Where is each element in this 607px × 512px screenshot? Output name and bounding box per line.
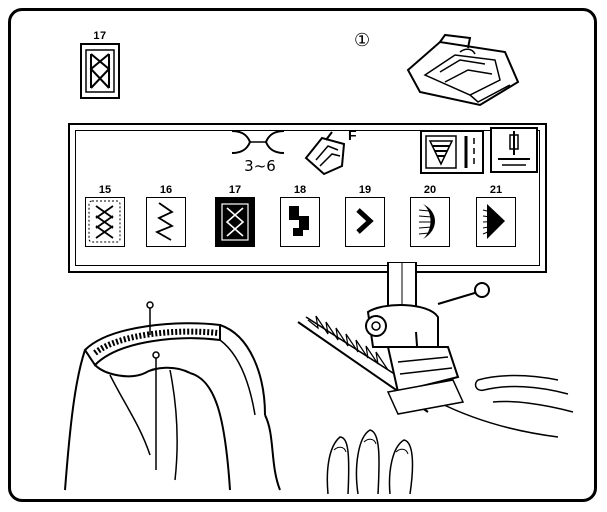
stitch-number: 20 (410, 184, 450, 196)
zigzag-stitch-icon (146, 197, 186, 247)
presser-foot-icon (400, 30, 525, 110)
stitch-number: 16 (146, 184, 186, 196)
thread-tension-icon (228, 127, 288, 157)
arrow-stitch-icon (345, 197, 385, 247)
foot-label: F (348, 127, 357, 143)
stitch-number: 17 (215, 184, 255, 196)
top-stitch-icon (80, 43, 120, 99)
stitch-number: 21 (476, 184, 516, 196)
stitch-number: 18 (280, 184, 320, 196)
step-marker: ① (354, 30, 370, 51)
stitch-number: 19 (345, 184, 385, 196)
stitch-length-icon (420, 130, 484, 174)
crescent-stitch-icon (410, 197, 450, 247)
tension-range: 3~6 (230, 157, 290, 175)
triple-zigzag-stitch-icon (215, 197, 255, 247)
block-stitch-icon (280, 197, 320, 247)
stitch-key-18[interactable]: 18 (280, 184, 320, 250)
triangle-stitch-icon (476, 197, 516, 247)
stitch-key-20[interactable]: 20 (410, 184, 450, 250)
cross-stitch-icon (85, 197, 125, 247)
stitch-key-17[interactable]: 17 (215, 184, 255, 250)
stitch-number: 15 (85, 184, 125, 196)
stitch-key-15[interactable]: 15 (85, 184, 125, 250)
stitch-key-16[interactable]: 16 (146, 184, 186, 250)
stitch-key-19[interactable]: 19 (345, 184, 385, 250)
top-stitch-number: 17 (80, 30, 120, 42)
needle-position-icon (490, 127, 538, 173)
garment-waistband-illustration (50, 295, 295, 495)
satin-foot-icon (302, 130, 350, 178)
stitch-key-21[interactable]: 21 (476, 184, 516, 250)
sewing-machine-illustration (288, 262, 588, 494)
